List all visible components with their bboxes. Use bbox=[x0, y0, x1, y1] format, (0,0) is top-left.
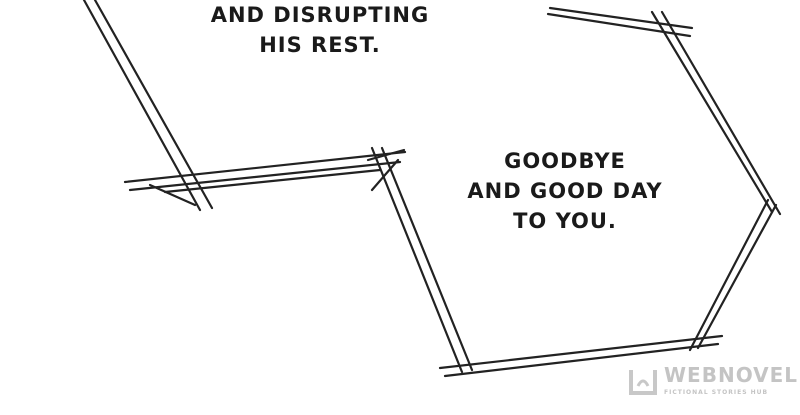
speech-line: AND GOOD DAY bbox=[467, 179, 663, 203]
speech-text-center: GOODBYE AND GOOD DAY TO YOU. bbox=[450, 146, 680, 236]
webnovel-watermark: WEBNOVEL FICTIONAL STORIES HUB bbox=[628, 364, 798, 397]
speech-text-top: AND DISRUPTING HIS REST. bbox=[190, 0, 450, 60]
speech-line: GOODBYE bbox=[504, 149, 626, 173]
speech-line: AND DISRUPTING bbox=[210, 3, 430, 27]
left-panel-border bbox=[82, 0, 407, 212]
speech-line: HIS REST. bbox=[259, 33, 381, 57]
hexagon-panel-border bbox=[366, 6, 782, 378]
watermark-tagline: FICTIONAL STORIES HUB bbox=[664, 389, 769, 396]
speech-line: TO YOU. bbox=[513, 209, 617, 233]
watermark-name: WEBNOVEL bbox=[664, 363, 799, 387]
webnovel-logo-icon bbox=[629, 369, 657, 395]
